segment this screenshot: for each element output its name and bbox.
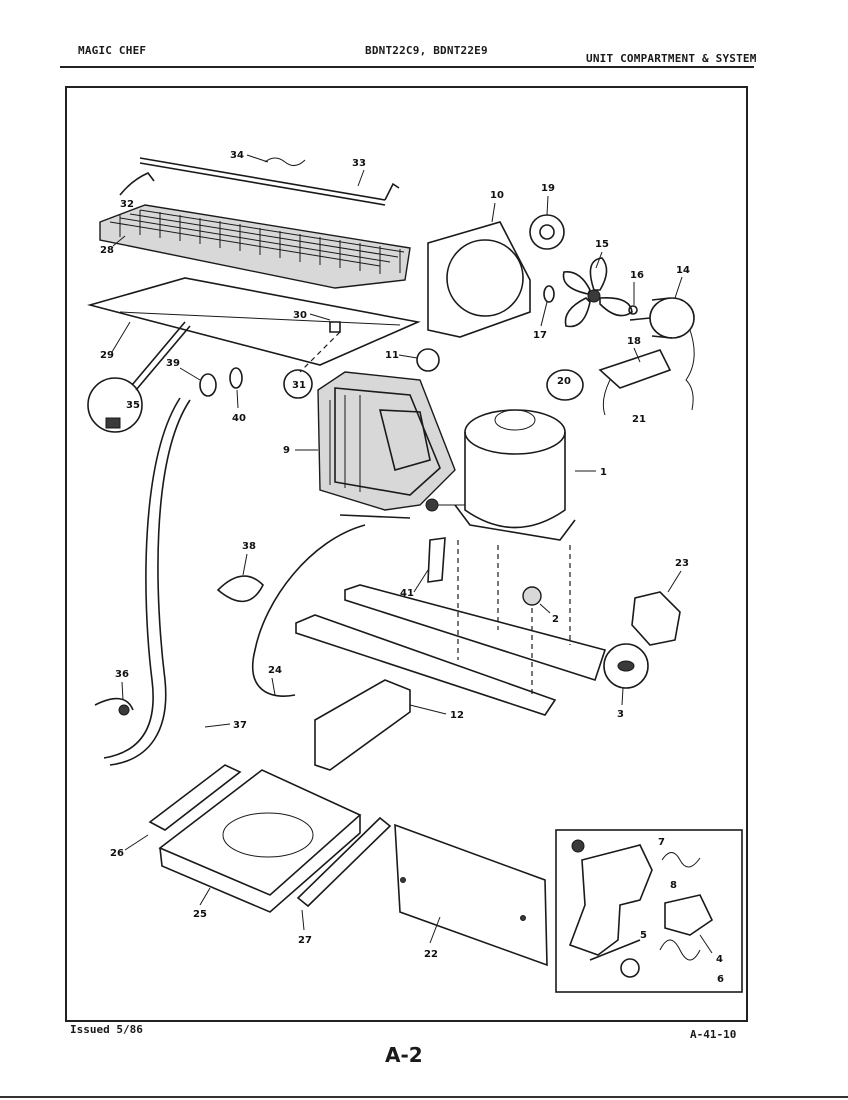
part-clip-30	[329, 321, 341, 333]
page-code: A-2	[385, 1043, 423, 1067]
part-clamp-38	[216, 575, 264, 603]
part-wire-8	[661, 852, 701, 868]
callout-41: 41	[400, 588, 414, 599]
callout-20: 20	[557, 376, 571, 387]
callout-6: 6	[717, 974, 724, 985]
part-bracket-20	[546, 369, 584, 401]
callout-32: 32	[120, 199, 134, 210]
part-relay-23	[631, 591, 681, 646]
page-reference: A-41-10	[690, 1028, 737, 1041]
callout-7: 7	[658, 837, 665, 848]
callout-3: 3	[617, 709, 624, 720]
part-bushing-11	[416, 348, 440, 372]
part-pan-rail-26	[148, 764, 242, 831]
leader-lines	[111, 154, 713, 954]
part-dryer	[427, 537, 446, 583]
callout-33: 33	[352, 158, 366, 169]
callout-1: 1	[600, 467, 607, 478]
callout-39: 39	[166, 358, 180, 369]
part-nut-16	[628, 305, 638, 315]
callout-17: 17	[533, 330, 547, 341]
part-clamp-36	[94, 697, 134, 711]
part-drain-pan	[158, 769, 362, 913]
part-condenser-panel	[86, 277, 421, 366]
callout-37: 37	[233, 720, 247, 731]
part-compressor	[425, 409, 576, 541]
callout-16: 16	[630, 270, 644, 281]
callout-24: 24	[268, 665, 282, 676]
section-title: UNIT COMPARTMENT & SYSTEM	[586, 52, 757, 65]
diagram-frame	[65, 86, 748, 1022]
part-clip	[119, 172, 155, 196]
part-condenser-coil	[99, 204, 411, 289]
part-drain-tube	[109, 399, 191, 766]
part-defrost-tube	[139, 157, 400, 206]
brand-label: MAGIC CHEF	[78, 44, 147, 57]
part-washer-17	[543, 285, 555, 303]
callout-5: 5	[640, 930, 647, 941]
part-wire-21	[602, 379, 611, 416]
part-front-rail	[295, 614, 557, 716]
part-fan-shroud	[427, 221, 531, 338]
callout-35: 35	[126, 400, 140, 411]
callout-labels: 1 2 3 4 5 6 7 8 9 10 11 12 14 15 16 17 1…	[100, 150, 724, 985]
callout-19: 19	[541, 183, 555, 194]
callout-21: 21	[632, 414, 646, 425]
part-bracket-12	[314, 679, 411, 771]
part-bracket-18	[598, 349, 672, 389]
part-grommet-39	[199, 373, 217, 397]
model-numbers: BDNT22C9, BDNT22E9	[365, 44, 488, 57]
part-pan-rail-27	[296, 816, 392, 908]
part-drain-detail	[87, 377, 143, 433]
callout-14: 14	[676, 265, 690, 276]
callout-8: 8	[670, 880, 677, 891]
callout-11: 11	[385, 350, 399, 361]
callout-29: 29	[100, 350, 114, 361]
part-fan-blade	[562, 257, 633, 328]
callout-26: 26	[110, 848, 124, 859]
callout-40: 40	[232, 413, 246, 424]
callout-27: 27	[298, 935, 312, 946]
issued-date: Issued 5/86	[70, 1023, 143, 1036]
callout-28: 28	[100, 245, 114, 256]
part-evaporator	[317, 371, 456, 511]
callout-12: 12	[450, 710, 464, 721]
bottom-rule	[0, 1096, 848, 1098]
part-clip-31	[283, 369, 313, 399]
callout-36: 36	[115, 669, 129, 680]
callout-38: 38	[242, 541, 256, 552]
callout-10: 10	[490, 190, 504, 201]
callout-34: 34	[230, 150, 244, 161]
part-overload	[664, 894, 714, 936]
callout-18: 18	[627, 336, 641, 347]
callout-25: 25	[193, 909, 207, 920]
part-grommet-40	[229, 367, 243, 389]
part-grommet-2	[522, 586, 542, 606]
callout-2: 2	[552, 614, 559, 625]
part-wire-6	[659, 939, 701, 961]
part-grommet-5	[620, 958, 640, 978]
part-grommet-3	[603, 643, 649, 689]
callout-15: 15	[595, 239, 609, 250]
callout-9: 9	[283, 445, 290, 456]
callout-31: 31	[292, 380, 306, 391]
callout-22: 22	[424, 949, 438, 960]
callout-4: 4	[716, 954, 723, 965]
part-terminal-cover	[568, 844, 653, 956]
callout-30: 30	[293, 310, 307, 321]
part-fan-motor	[629, 297, 695, 411]
part-access-panel	[394, 823, 548, 967]
part-grommet-19	[529, 214, 565, 250]
callout-23: 23	[675, 558, 689, 569]
inset-detail-box	[555, 829, 743, 993]
part-power-cord	[252, 524, 366, 697]
part-rear-rail	[344, 584, 607, 682]
header-rule	[60, 66, 754, 68]
